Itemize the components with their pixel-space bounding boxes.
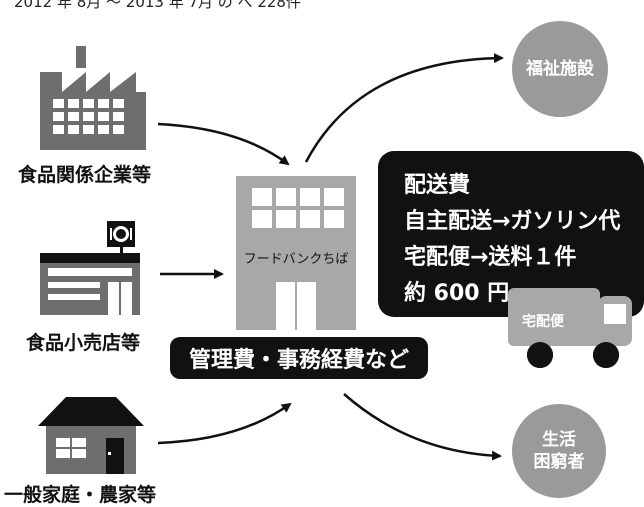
destination-needy-circle: 生活 困窮者	[512, 404, 606, 498]
delivery-cost-line-1: 配送費	[404, 173, 471, 198]
shop-icon	[40, 221, 140, 315]
delivery-cost-line-4: 約 600 円	[404, 281, 510, 306]
destination-welfare-label: 福祉施設	[526, 59, 594, 79]
management-cost-box: 管理費・事務経費など	[170, 337, 428, 379]
house-icon	[38, 397, 144, 474]
source-label-food-companies: 食品関係企業等	[18, 164, 152, 186]
header-fragment: 2012 年 8月 ～ 2013 年 7月 の べ 228件	[14, 0, 301, 11]
source-label-households: 一般家庭・農家等	[4, 484, 157, 506]
source-label-food-retail: 食品小売店等	[26, 332, 141, 354]
delivery-cost-box: 配送費 自主配送→ガソリン代 宅配便→送料１件 約 600 円	[378, 151, 644, 317]
arrow-house-to-foodbank	[157, 402, 292, 445]
arrow-foodbank-to-welfare	[304, 53, 504, 163]
destination-welfare-circle: 福祉施設	[512, 21, 608, 117]
arrow-foodbank-to-needy	[343, 393, 502, 461]
arrow-factory-to-foodbank	[157, 122, 290, 166]
destination-needy-label-line1: 生活	[542, 430, 576, 450]
truck-label: 宅配便	[522, 314, 564, 330]
factory-icon	[40, 46, 146, 150]
delivery-cost-line-3: 宅配便→送料１件	[404, 245, 577, 270]
delivery-cost-line-2: 自主配送→ガソリン代	[404, 209, 621, 234]
food-bank-building-icon	[236, 176, 356, 330]
food-bank-name: フードバンクちば	[243, 252, 349, 267]
destination-needy-label-line2: 困窮者	[533, 452, 585, 472]
